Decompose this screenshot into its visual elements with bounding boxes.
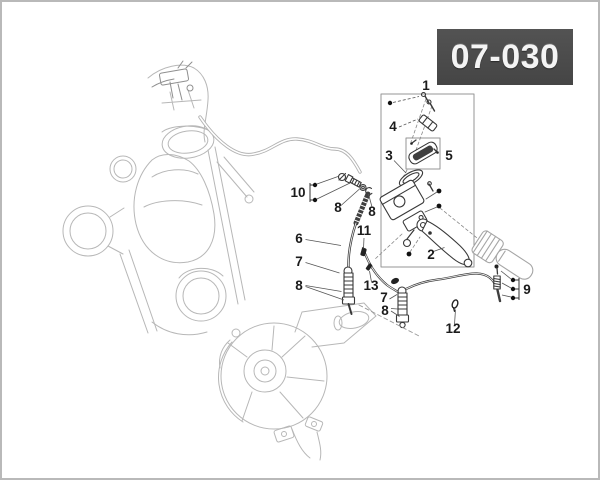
hose-end-parts xyxy=(493,264,502,303)
callout-1: 1 xyxy=(422,78,430,93)
clutch-hose xyxy=(347,191,371,270)
callout-12: 12 xyxy=(445,321,460,336)
diagram-code: 07-030 xyxy=(450,37,560,76)
callout-6: 6 xyxy=(295,231,303,246)
callout-8-lower-right: 8 xyxy=(381,303,389,318)
diagram-code-box: 07-030 xyxy=(437,29,573,85)
callout-11: 11 xyxy=(357,223,372,238)
hose-clip xyxy=(451,299,459,312)
cap-screws xyxy=(420,91,436,112)
callout-9: 9 xyxy=(523,282,531,297)
clutch-lever xyxy=(416,218,473,268)
right-hose xyxy=(404,264,502,312)
callout-8-upper-right: 8 xyxy=(368,204,376,219)
cap-detail-frame xyxy=(405,137,441,170)
motorcycle-sketch xyxy=(62,60,255,336)
handlebar-grip xyxy=(471,230,534,280)
callout-8-upper-left: 8 xyxy=(334,200,342,215)
mounting-dots xyxy=(387,100,442,257)
reservoir-cap xyxy=(408,139,439,165)
bracket-9 xyxy=(514,278,520,300)
callout-4: 4 xyxy=(389,119,397,134)
right-fitting xyxy=(395,286,410,329)
branch-hose xyxy=(360,246,400,294)
exploded-view-frame xyxy=(380,93,475,268)
leader-lines xyxy=(305,96,520,325)
bike-hose xyxy=(198,115,362,174)
callout-5: 5 xyxy=(445,148,453,163)
bike-master-cylinder xyxy=(151,60,194,101)
upper-fittings xyxy=(337,172,373,196)
callout-8-lower-left: 8 xyxy=(295,278,303,293)
master-cylinder-body xyxy=(379,179,434,248)
callout-7-left: 7 xyxy=(295,254,303,269)
callout-10: 10 xyxy=(290,185,305,200)
callout-labels: 1 4 3 5 10 8 8 6 11 7 8 13 7 8 2 12 9 xyxy=(290,78,530,336)
left-fitting xyxy=(341,266,356,315)
callout-2: 2 xyxy=(427,247,435,262)
gearbox-sketch xyxy=(218,302,377,461)
piston-part xyxy=(418,114,438,132)
callout-7-right: 7 xyxy=(380,290,388,305)
callout-3: 3 xyxy=(385,148,393,163)
exploded-view xyxy=(337,91,534,338)
callout-13: 13 xyxy=(363,278,379,293)
